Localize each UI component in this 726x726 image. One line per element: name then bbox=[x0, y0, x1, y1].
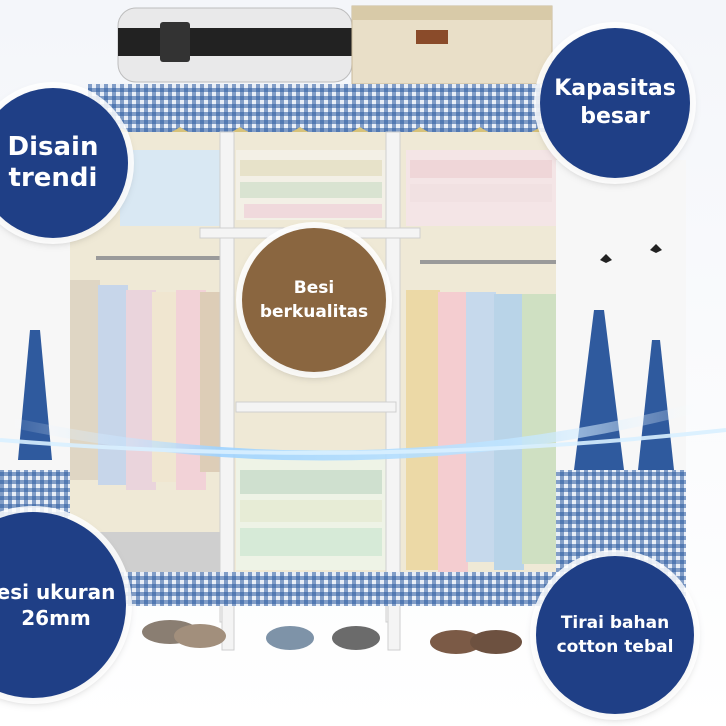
iron-quality-badge: Besi berkualitas bbox=[242, 228, 386, 372]
top-valance bbox=[88, 84, 588, 132]
glow-swoosh bbox=[0, 395, 726, 461]
right-curtain bbox=[556, 160, 686, 610]
storage-box bbox=[351, 5, 553, 85]
design-badge: Disain trendi bbox=[0, 88, 128, 238]
iron-quality-badge-label: Besi berkualitas bbox=[259, 278, 369, 322]
bottom-valance bbox=[80, 572, 580, 606]
curtain-fabric-badge: Tirai bahan cotton tebal bbox=[536, 556, 694, 714]
curtain-fabric-badge-label: Tirai bahan cotton tebal bbox=[556, 613, 674, 657]
hanging-shirts-left bbox=[70, 280, 222, 490]
butterfly-icon bbox=[600, 254, 612, 263]
capacity-badge-label: Kapasitas besar bbox=[554, 76, 676, 129]
folded-linens bbox=[120, 150, 556, 570]
butterfly-icon bbox=[650, 244, 662, 253]
shoes bbox=[142, 620, 522, 654]
design-badge-label: Disain trendi bbox=[7, 132, 99, 193]
capacity-badge: Kapasitas besar bbox=[540, 28, 690, 178]
suitcase bbox=[117, 7, 353, 83]
hanging-dresses-right bbox=[406, 290, 556, 572]
pole-size-badge-label: esi ukuran 26mm bbox=[0, 580, 116, 630]
